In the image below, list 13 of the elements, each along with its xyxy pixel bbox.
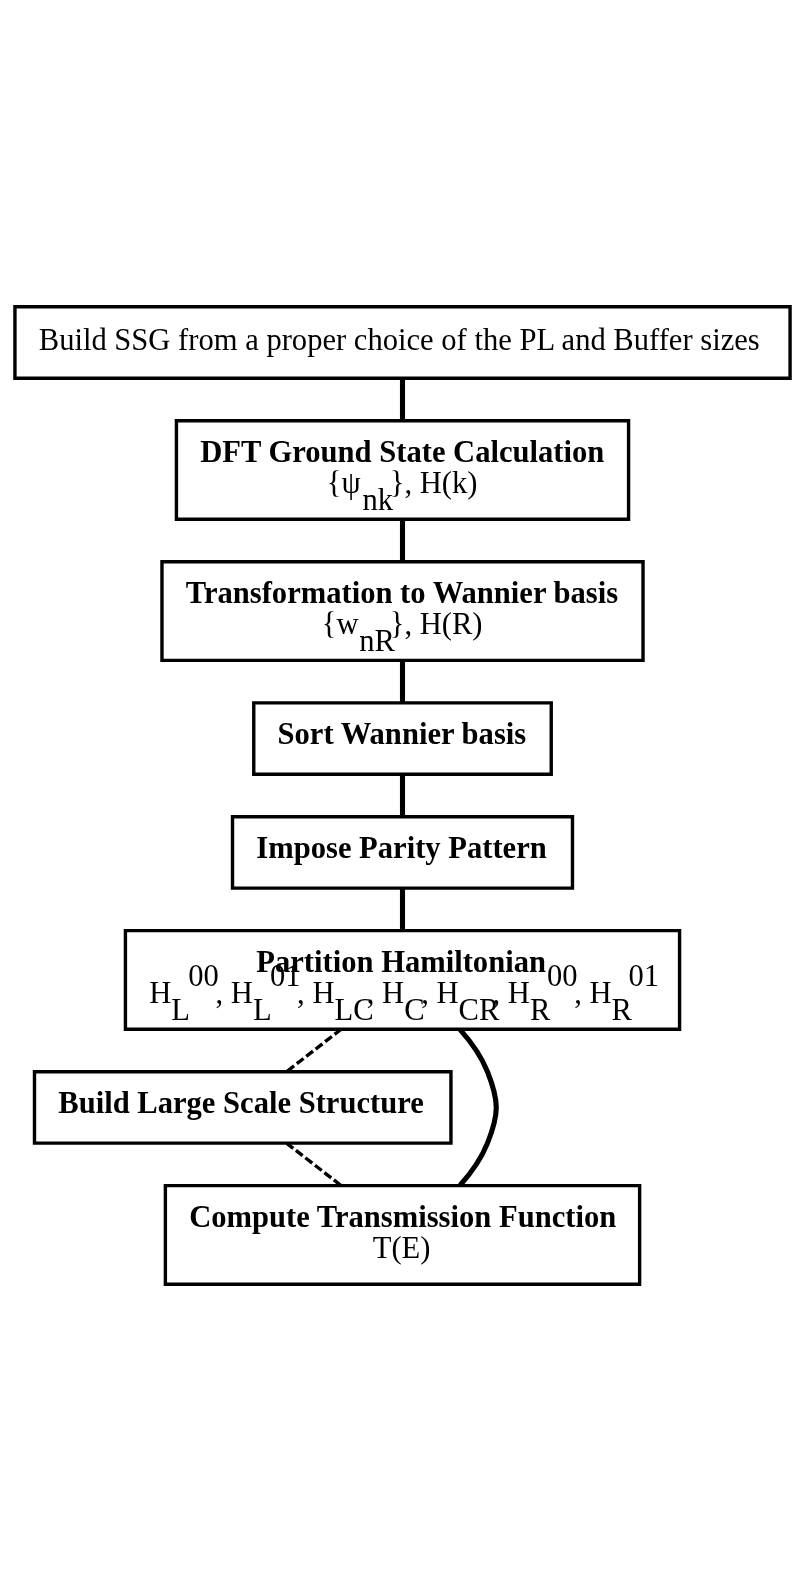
connector: [399, 660, 406, 703]
connector: [399, 888, 406, 931]
connector: [458, 1027, 499, 1187]
node-box: Sort Wannier basis: [252, 701, 553, 776]
connector: [285, 1027, 343, 1073]
connector: [285, 1142, 342, 1187]
node-box: Build SSG from a proper choice of the PL and Buffer sizes: [13, 305, 792, 380]
connector: [399, 378, 406, 421]
connector: [399, 519, 406, 562]
node-box: Compute Transmission Function T(E): [163, 1183, 642, 1286]
node-box: Impose Parity Pattern: [230, 815, 575, 890]
connector: [399, 774, 406, 817]
node-box: Build Large Scale Structure: [32, 1070, 453, 1145]
